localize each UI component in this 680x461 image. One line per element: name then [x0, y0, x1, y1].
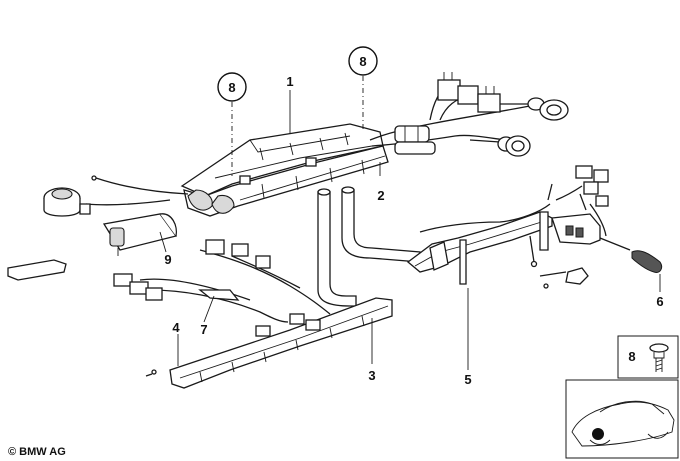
part-9-grommet — [7, 175, 189, 281]
screw-icon — [649, 343, 669, 353]
upper-harness — [369, 72, 569, 157]
inset-callout-8: 8 — [628, 349, 635, 364]
location-marker-icon — [592, 428, 604, 440]
callout-8-right: 8 — [359, 54, 366, 69]
callout-3: 3 — [368, 368, 375, 383]
callout-9: 9 — [164, 252, 171, 267]
leader-lines — [159, 76, 661, 370]
car-silhouette-icon — [571, 401, 675, 447]
callout-8-circle-left — [217, 72, 247, 102]
part-5-bracket — [406, 165, 663, 289]
callout-2: 2 — [377, 188, 384, 203]
callout-5: 5 — [464, 372, 471, 387]
inset-box — [617, 335, 679, 379]
callout-7: 7 — [200, 322, 207, 337]
part-3-lower-channel — [113, 239, 393, 389]
callouts: 1 2 3 4 5 6 7 9 8 8 — [164, 46, 664, 387]
copyright-label: © BMW AG — [8, 446, 66, 458]
inset-part-8: 8 — [617, 335, 679, 379]
callout-1: 1 — [286, 74, 293, 89]
car-inset-box — [565, 379, 679, 459]
part-2-channel — [183, 145, 389, 217]
callout-4: 4 — [172, 320, 180, 335]
callout-8-left: 8 — [228, 80, 235, 95]
callout-6: 6 — [656, 294, 663, 309]
tubes — [317, 186, 421, 307]
inset-car-locator — [565, 379, 679, 459]
callout-8-circle-right — [348, 46, 378, 76]
